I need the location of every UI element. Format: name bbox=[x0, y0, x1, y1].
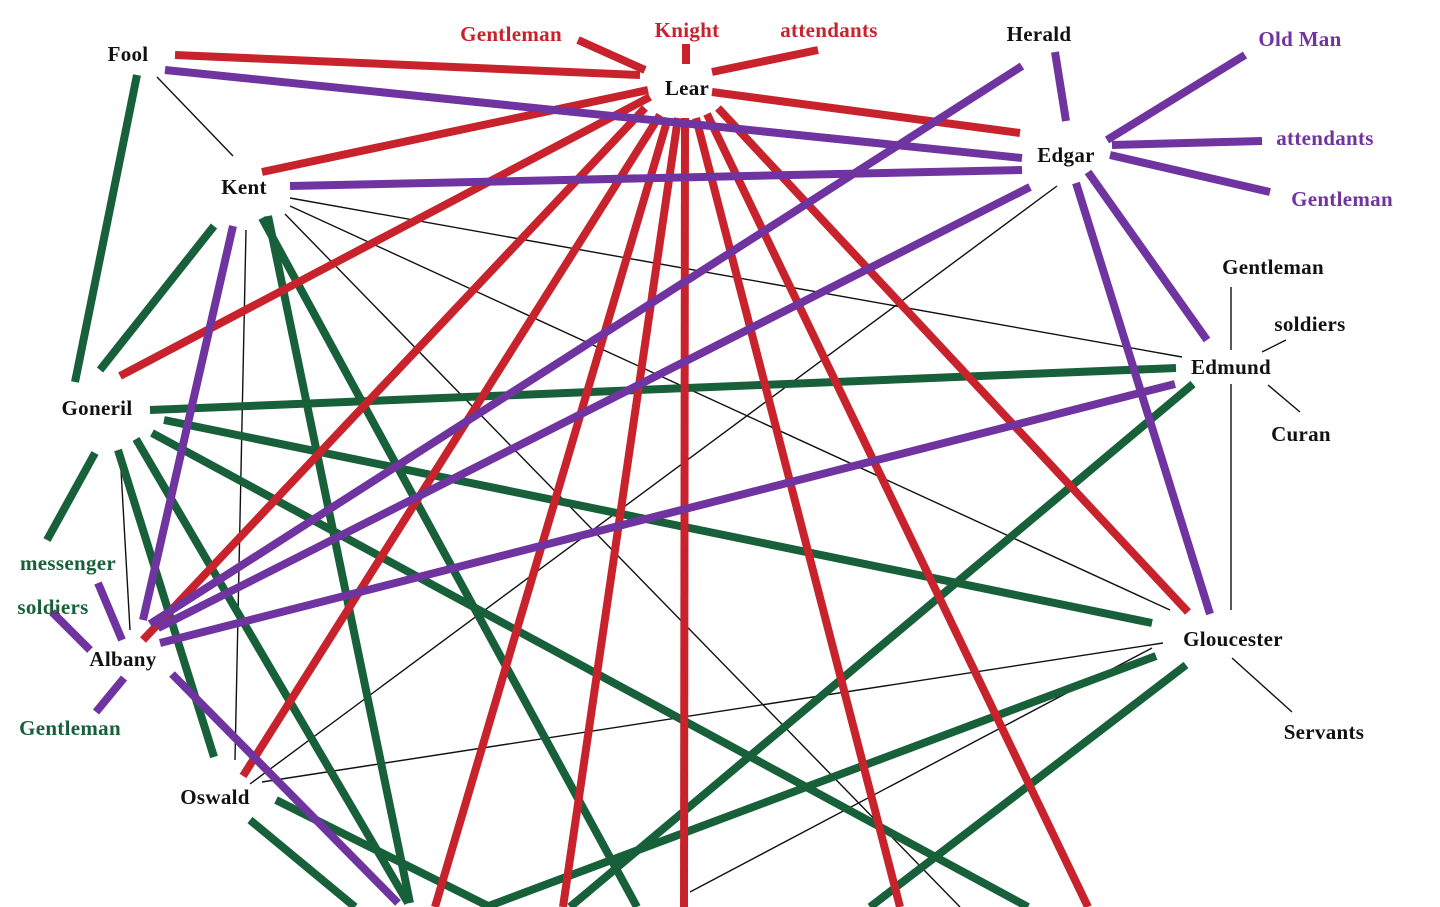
edge-edgar-to-edgar-attendants bbox=[1111, 137, 1263, 149]
edge-edmund-to-edmund-soldiers bbox=[1261, 339, 1287, 353]
node-label-albany: Albany bbox=[89, 647, 156, 671]
edge-lear-to-kent bbox=[261, 86, 649, 176]
edge-albany-to-goneril-messenger bbox=[94, 581, 126, 642]
node-label-edmund-soldiers: soldiers bbox=[1274, 312, 1345, 336]
edge-gloucester-to-oswald bbox=[261, 642, 1164, 783]
edge-edmund-to-albany bbox=[159, 380, 1176, 647]
node-label-kent: Kent bbox=[221, 175, 267, 199]
node-label-lear: Lear bbox=[665, 76, 709, 100]
edge-gloucester-to-offpage-l bbox=[484, 652, 1158, 907]
edge-edgar-to-edgar-gentleman bbox=[1109, 151, 1271, 196]
node-label-edgar-attendants: attendants bbox=[1276, 126, 1374, 150]
edge-lear-to-offpage-a bbox=[431, 116, 672, 907]
node-label-lear-gentleman: Gentleman bbox=[460, 22, 562, 46]
edge-herald-to-albany bbox=[147, 62, 1025, 628]
node-label-lear-attendants: attendants bbox=[780, 18, 878, 42]
edge-edgar-to-edgar-oldman bbox=[1104, 51, 1248, 144]
node-label-edgar: Edgar bbox=[1037, 143, 1095, 167]
edge-edgar-to-oswald bbox=[249, 185, 1058, 785]
edge-edgar-to-herald bbox=[1051, 51, 1070, 122]
edge-albany-to-goneril-soldiers bbox=[49, 609, 93, 653]
edge-edgar-to-kent bbox=[289, 166, 1023, 190]
edge-edgar-to-gloucester bbox=[1072, 181, 1214, 616]
edge-goneril-to-gloucester bbox=[163, 416, 1153, 627]
edge-lear-to-offpage-b bbox=[559, 117, 682, 907]
edge-lear-to-albany bbox=[140, 105, 648, 643]
node-label-goneril-soldiers: soldiers bbox=[17, 595, 88, 619]
edge-gloucester-to-gloucester-servants bbox=[1231, 657, 1293, 713]
edge-edgar-to-edmund bbox=[1084, 169, 1211, 343]
edge-goneril-to-fool bbox=[71, 74, 141, 383]
edge-kent-to-offpage-i bbox=[258, 216, 641, 907]
edge-goneril-to-albany bbox=[119, 451, 131, 631]
node-label-oswald: Oswald bbox=[180, 785, 250, 809]
edge-lear-to-edgar bbox=[711, 88, 1021, 137]
edge-layer bbox=[43, 36, 1301, 907]
edge-kent-to-albany bbox=[139, 225, 237, 621]
label-layer: LearFoolKentHeraldEdgarEdmundGloucesterG… bbox=[17, 18, 1393, 809]
edge-edgar-to-fool bbox=[164, 66, 1023, 162]
node-label-edgar-oldman: Old Man bbox=[1258, 27, 1341, 51]
edge-goneril-to-edmund bbox=[149, 364, 1177, 414]
edge-albany-to-offpage-f bbox=[169, 671, 401, 906]
edge-goneril-to-offpage-g bbox=[132, 436, 412, 906]
edge-edgar-to-albany bbox=[156, 183, 1032, 632]
edge-lear-to-fool bbox=[174, 51, 641, 79]
node-label-edmund: Edmund bbox=[1191, 355, 1271, 379]
node-label-fool: Fool bbox=[108, 42, 149, 66]
node-label-goneril-gentleman: Gentleman bbox=[19, 716, 121, 740]
node-label-edmund-curan: Curan bbox=[1271, 422, 1331, 446]
edge-kent-to-offpage-p bbox=[284, 213, 961, 907]
edge-oswald-to-offpage-n bbox=[247, 816, 358, 907]
edge-edmund-to-edmund-curan bbox=[1267, 384, 1301, 413]
edge-lear-to-oswald bbox=[239, 112, 664, 779]
edge-kent-to-oswald bbox=[234, 229, 247, 761]
edge-lear-to-gloucester bbox=[715, 105, 1191, 615]
node-label-goneril-messenger: messenger bbox=[20, 551, 116, 575]
node-label-edgar-gentleman: Gentleman bbox=[1291, 187, 1393, 211]
edge-lear-to-offpage-e bbox=[703, 112, 1092, 907]
node-label-edmund-gentleman: Gentleman bbox=[1222, 255, 1324, 279]
node-label-herald: Herald bbox=[1007, 22, 1072, 46]
edge-albany-to-goneril-gentleman bbox=[92, 675, 128, 715]
node-label-lear-knight: Knight bbox=[655, 18, 720, 42]
edge-kent-to-gloucester bbox=[289, 205, 1171, 611]
edge-lear-to-lear-attendants bbox=[711, 46, 819, 76]
edge-goneril-to-goneril-messenger bbox=[43, 451, 99, 542]
node-label-goneril: Goneril bbox=[62, 396, 133, 420]
edge-fool-to-kent bbox=[156, 76, 234, 157]
edge-goneril-to-kent bbox=[96, 223, 218, 373]
edge-edmund-to-offpage-k bbox=[567, 380, 1196, 907]
node-label-gloucester-servants: Servants bbox=[1284, 720, 1365, 744]
edge-kent-to-offpage-j bbox=[264, 215, 414, 904]
node-label-gloucester: Gloucester bbox=[1183, 627, 1283, 651]
edge-lear-to-lear-gentleman bbox=[576, 36, 647, 74]
